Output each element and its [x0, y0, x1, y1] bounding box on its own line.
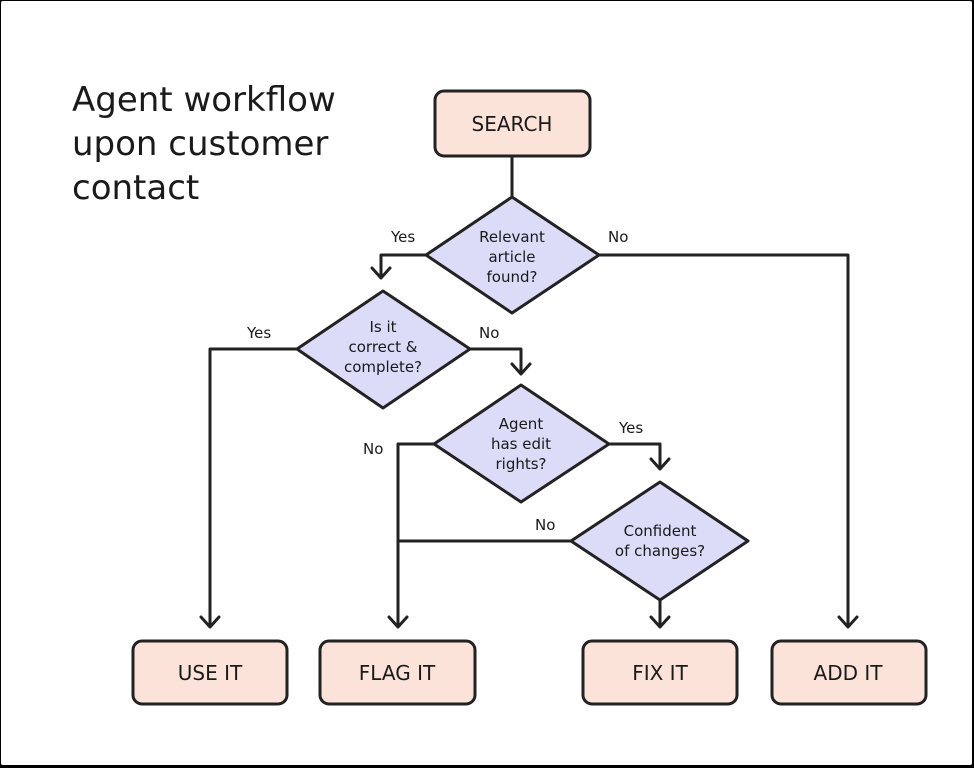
label-relevant-no: No: [608, 228, 628, 246]
search-box: SEARCH: [433, 89, 592, 158]
decision-relevant-line-2: article: [488, 248, 535, 266]
decision-relevant-line-3: found?: [487, 268, 538, 286]
connectors: [199, 156, 859, 629]
decision-relevant-article: Relevant article found?: [424, 195, 601, 315]
fix-it-box: FIX IT: [581, 639, 739, 706]
use-it-box-label: USE IT: [178, 661, 243, 685]
label-edit-yes: Yes: [618, 419, 643, 437]
fix-it-box-label: FIX IT: [632, 661, 688, 685]
decision-correct-line-2: correct &: [349, 338, 418, 356]
edge-labels: Yes No Yes No No Yes No: [246, 228, 643, 534]
label-relevant-yes: Yes: [390, 228, 415, 246]
search-box-label: SEARCH: [472, 112, 553, 136]
label-correct-yes: Yes: [246, 324, 271, 342]
decision-confident: Confident of changes?: [569, 480, 750, 602]
decision-edit-line-1: Agent: [499, 415, 544, 433]
edge-relevant-yes: [379, 253, 426, 277]
decision-correct-line-3: complete?: [344, 358, 422, 376]
arrow-edit-yes: [649, 457, 671, 471]
decision-edit-line-2: has edit: [491, 435, 551, 453]
decision-confident-line-2: of changes?: [615, 542, 705, 560]
arrow-confident-yes: [649, 615, 671, 629]
decision-relevant-line-1: Relevant: [479, 228, 545, 246]
label-correct-no: No: [479, 324, 499, 342]
add-it-box: ADD IT: [770, 639, 928, 706]
decision-correct-line-1: Is it: [369, 318, 396, 336]
label-edit-no: No: [363, 440, 383, 458]
edge-correct-yes: [208, 347, 297, 626]
flag-it-box-label: FLAG IT: [359, 661, 436, 685]
label-confident-no: No: [535, 516, 555, 534]
title-line-3: contact: [72, 168, 199, 208]
edge-edit-yes: [609, 442, 662, 468]
arrow-correct-yes: [199, 615, 221, 629]
arrow-relevant-no: [837, 615, 859, 629]
edge-relevant-no: [599, 253, 850, 626]
flag-it-box: FLAG IT: [318, 639, 477, 706]
decision-confident-line-1: Confident: [624, 522, 697, 540]
decision-correct-complete: Is it correct & complete?: [295, 289, 472, 410]
decision-edit-line-3: rights?: [495, 455, 546, 473]
add-it-box-label: ADD IT: [814, 661, 884, 685]
arrow-relevant-yes: [370, 266, 392, 280]
title-line-2: upon customer: [72, 124, 328, 164]
title-line-1: Agent workflow: [72, 80, 336, 120]
decision-edit-rights: Agent has edit rights?: [432, 383, 611, 504]
edge-correct-no: [470, 347, 523, 373]
arrow-correct-no: [510, 362, 532, 376]
use-it-box: USE IT: [131, 639, 289, 706]
diagram-title: Agent workflow upon customer contact: [72, 80, 336, 208]
arrow-edit-no: [387, 615, 409, 629]
edge-edit-no: [396, 442, 434, 626]
